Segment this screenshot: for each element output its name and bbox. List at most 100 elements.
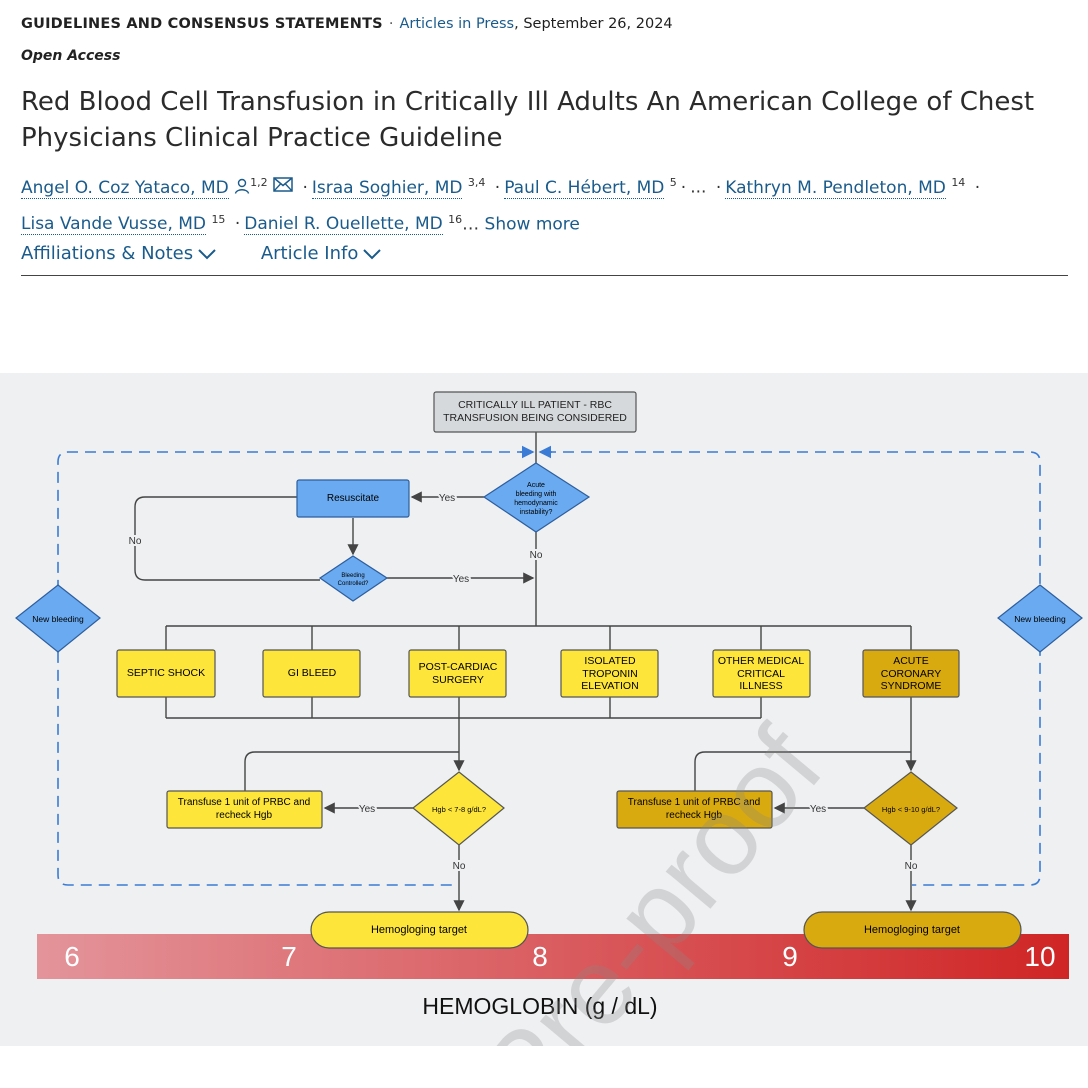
- author-link[interactable]: Kathryn M. Pendleton, MD: [725, 177, 946, 199]
- condition-label: ELEVATION: [581, 680, 638, 692]
- chevron-down-icon: [198, 249, 216, 260]
- author-ellipsis: ...: [690, 177, 707, 198]
- author-link[interactable]: Daniel R. Ouellette, MD: [244, 214, 443, 236]
- start-line-1: CRITICALLY ILL PATIENT - RBC: [458, 399, 612, 411]
- scale-tick-10: 10: [1024, 941, 1055, 972]
- diamond-text: instability?: [520, 509, 553, 516]
- more-ellipsis: …: [462, 214, 480, 235]
- target-label: Hemogloging target: [864, 924, 960, 936]
- yes-label: Yes: [359, 804, 375, 815]
- diamond-text: hemodynamic: [514, 500, 558, 507]
- tab-article-info[interactable]: Article Info: [261, 243, 383, 264]
- hgb-threshold-label: Hgb < 7-8 g/dL?: [432, 805, 486, 814]
- post-cardiac-box: [408, 649, 507, 698]
- article-tabs: Affiliations & Notes Article Info: [21, 243, 420, 264]
- condition-label: POST-CARDIAC: [419, 661, 498, 673]
- target-label: Hemogloging target: [371, 924, 467, 936]
- bleeding-controlled-diamond: [318, 555, 389, 602]
- person-icon[interactable]: [234, 178, 250, 198]
- condition-label: SYNDROME: [881, 680, 942, 692]
- scale-tick-6: 6: [64, 941, 80, 972]
- author-link[interactable]: Israa Soghier, MD: [311, 177, 463, 199]
- author-affiliation: 15: [211, 212, 226, 226]
- condition-label: CRITICAL: [737, 668, 785, 680]
- hgb-threshold-label: Hgb < 9-10 g/dL?: [882, 805, 940, 814]
- acute-coronary-box: [862, 649, 960, 698]
- condition-label: GI BLEED: [288, 667, 337, 679]
- septic-shock-box: [116, 649, 216, 698]
- no-label: No: [129, 536, 142, 547]
- scale-tick-8: 8: [532, 941, 548, 972]
- yes-label: Yes: [810, 804, 826, 815]
- scale-tick-9: 9: [782, 941, 798, 972]
- tab-label: Article Info: [260, 243, 359, 264]
- no-label: No: [530, 550, 543, 561]
- author-affiliation: 14: [951, 176, 966, 189]
- hgb-threshold-diamond-left: [412, 771, 505, 846]
- transfuse-label: Transfuse 1 unit of PRBC and: [628, 797, 760, 808]
- transfuse-label: Transfuse 1 unit of PRBC and: [178, 797, 310, 808]
- scale-tick-7: 7: [281, 941, 297, 972]
- condition-label: SURGERY: [432, 674, 484, 686]
- other-medical-box: [712, 649, 811, 698]
- start-line-2: TRANSFUSION BEING CONSIDERED: [443, 412, 627, 424]
- show-more-link[interactable]: Show more: [484, 214, 580, 235]
- resuscitate-box: [296, 479, 410, 518]
- yes-label: Yes: [439, 493, 455, 504]
- transfuse-label: recheck Hgb: [666, 810, 723, 821]
- diamond-text: Bleeding: [341, 573, 364, 579]
- author-affiliation: 16: [448, 212, 463, 226]
- condition-label: SEPTIC SHOCK: [127, 667, 205, 679]
- troponin-box: [560, 649, 659, 698]
- diamond-text: bleeding with: [516, 491, 557, 498]
- condition-label: ACUTE: [893, 655, 929, 667]
- articles-in-press-link[interactable]: Articles in Press: [399, 16, 515, 32]
- author-affiliation: 3,4: [467, 176, 486, 189]
- article-section-line: GUIDELINES AND CONSENSUS STATEMENTS · Arti…: [21, 16, 673, 32]
- hemoglobin-target-left: [310, 911, 529, 949]
- hgb-threshold-diamond-right: [863, 771, 958, 846]
- article-title: Red Blood Cell Transfusion in Critically…: [21, 87, 1035, 153]
- hemoglobin-axis-label: HEMOGLOBIN (g / dL): [422, 993, 657, 1019]
- author-affiliation: 5: [669, 176, 677, 189]
- header-divider: [21, 275, 1068, 276]
- diamond-text: Controlled?: [338, 581, 369, 587]
- new-bleeding-diamond-left: [15, 584, 101, 653]
- pre-proof-watermark: Pre-proof: [457, 705, 846, 1046]
- envelope-icon[interactable]: [273, 176, 293, 198]
- author-link[interactable]: Angel O. Coz Yataco, MD: [21, 177, 229, 199]
- new-bleeding-label: New bleeding: [32, 614, 84, 624]
- no-label: No: [453, 861, 466, 872]
- transfuse-box-right: [616, 790, 773, 829]
- condition-label: OTHER MEDICAL: [718, 655, 805, 667]
- acute-bleeding-diamond: [482, 462, 591, 533]
- author-affiliation: 1,2: [250, 176, 268, 189]
- hemoglobin-target-right: [803, 911, 1022, 949]
- author-link[interactable]: Lisa Vande Vusse, MD: [21, 214, 207, 236]
- condition-label: TROPONIN: [582, 668, 637, 680]
- open-access-label: Open Access: [21, 48, 121, 64]
- tab-label: Affiliations & Notes: [21, 243, 194, 264]
- condition-label: CORONARY: [881, 668, 941, 680]
- condition-label: ILLNESS: [739, 680, 782, 692]
- author-list: Angel O. Coz Yataco, MD 1,2 ·Israa Soghi…: [21, 176, 981, 236]
- yes-label: Yes: [453, 574, 469, 585]
- transfuse-box-left: [166, 790, 323, 829]
- new-bleeding-diamond-right: [997, 584, 1083, 653]
- separator-dot: ·: [388, 16, 394, 32]
- transfusion-flowchart: CRITICALLY ILL PATIENT - RBC TRANSFUSION…: [15, 391, 1083, 1088]
- start-box: [433, 391, 637, 433]
- tab-affiliations[interactable]: Affiliations & Notes: [21, 243, 217, 264]
- no-label: No: [905, 861, 918, 872]
- resuscitate-label: Resuscitate: [327, 493, 380, 504]
- diamond-text: Acute: [527, 482, 545, 489]
- new-bleeding-label: New bleeding: [1014, 614, 1066, 624]
- publication-date: , September 26, 2024: [514, 16, 673, 32]
- chevron-down-icon: [363, 249, 382, 260]
- section-label: GUIDELINES AND CONSENSUS STATEMENTS: [21, 16, 383, 32]
- gi-bleed-box: [262, 649, 361, 698]
- transfuse-label: recheck Hgb: [216, 810, 273, 821]
- author-link[interactable]: Paul C. Hébert, MD: [504, 177, 665, 199]
- guideline-figure: CRITICALLY ILL PATIENT - RBC TRANSFUSION…: [0, 373, 1088, 1088]
- condition-label: ISOLATED: [584, 655, 636, 667]
